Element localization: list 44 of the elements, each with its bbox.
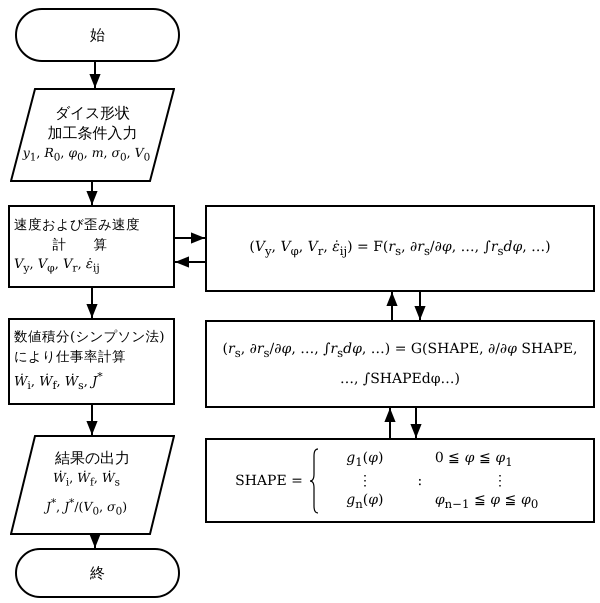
formula: (r$_{s}$, ∂r$_{s}$/∂φ, …, ∫r$_{s}$dφ, …) = G(SHAPE, ∂/∂φ SHAPE, …, ∫SHAPEdφ…) (222, 340, 578, 389)
formula: ⋮ (358, 472, 372, 490)
formula-box (205, 438, 595, 523)
label: 結果の出力 (55, 448, 130, 468)
process-box (8, 318, 175, 405)
formula-box (205, 320, 595, 408)
arrow (410, 408, 422, 438)
arrow (175, 232, 205, 244)
label: により仕事率計算 (14, 348, 126, 368)
label: 計算 (52, 236, 134, 255)
label: 速度および歪み速度 (14, 216, 140, 235)
arrow (89, 534, 101, 548)
output-box (10, 435, 175, 535)
label: 終 (90, 563, 105, 583)
terminal-box (15, 548, 180, 598)
label: 数値積分(シンプソン法) (14, 328, 165, 348)
formula: : (418, 472, 422, 490)
formula: ⋮ (492, 472, 507, 490)
label: 始 (90, 25, 105, 45)
formula: SHAPE = (235, 472, 303, 490)
formula: V$_{y}$, V$_{φ}$, V$_{r}$, ε̇$_{ij}$ (14, 256, 100, 276)
arrow (86, 288, 98, 318)
formula: J$^{*}$, J$^{*}$/(V$_{0}$, σ$_{0}$) (46, 496, 128, 520)
label: ダイス形状 (55, 102, 130, 123)
label: 加工条件入力 (48, 122, 138, 143)
formula: g$_{n}$(φ) (346, 490, 384, 512)
arrow (86, 182, 98, 205)
formula: (V$_{y}$, V$_{φ}$, V$_{r}$, ε̇$_{ij}$) = F(r$_{s}$, ∂r$_{s}$/∂φ, …, ∫r$_{s}$dφ, …) (248, 238, 552, 260)
arrow (386, 292, 398, 320)
formula: φ$_{n−1}$ ≦ φ ≦ φ$_{0}$ (434, 490, 538, 512)
arrow (414, 292, 426, 320)
arrow (384, 408, 396, 438)
process-box (8, 205, 175, 288)
formula-box (205, 205, 595, 292)
input-box (10, 88, 175, 182)
arrow (175, 256, 205, 268)
formula: 0 ≦ φ ≦ φ$_{1}$ (434, 448, 513, 470)
arrow (86, 405, 98, 435)
formula: g$_{1}$(φ) (346, 448, 384, 470)
formula: Ẇ$_{i}$, Ẇ$_{f}$, Ẇ$_{s}$, J$^{*}$ (14, 369, 103, 394)
formula: y$_{1}$, R$_{0}$, φ$_{0}$, m, σ$_{0}$, V$_{0}$ (22, 144, 150, 166)
terminal-box (15, 8, 180, 62)
formula: Ẇ$_{i}$, Ẇ$_{f}$, Ẇ$_{s}$ (52, 469, 120, 491)
arrow (89, 62, 101, 88)
